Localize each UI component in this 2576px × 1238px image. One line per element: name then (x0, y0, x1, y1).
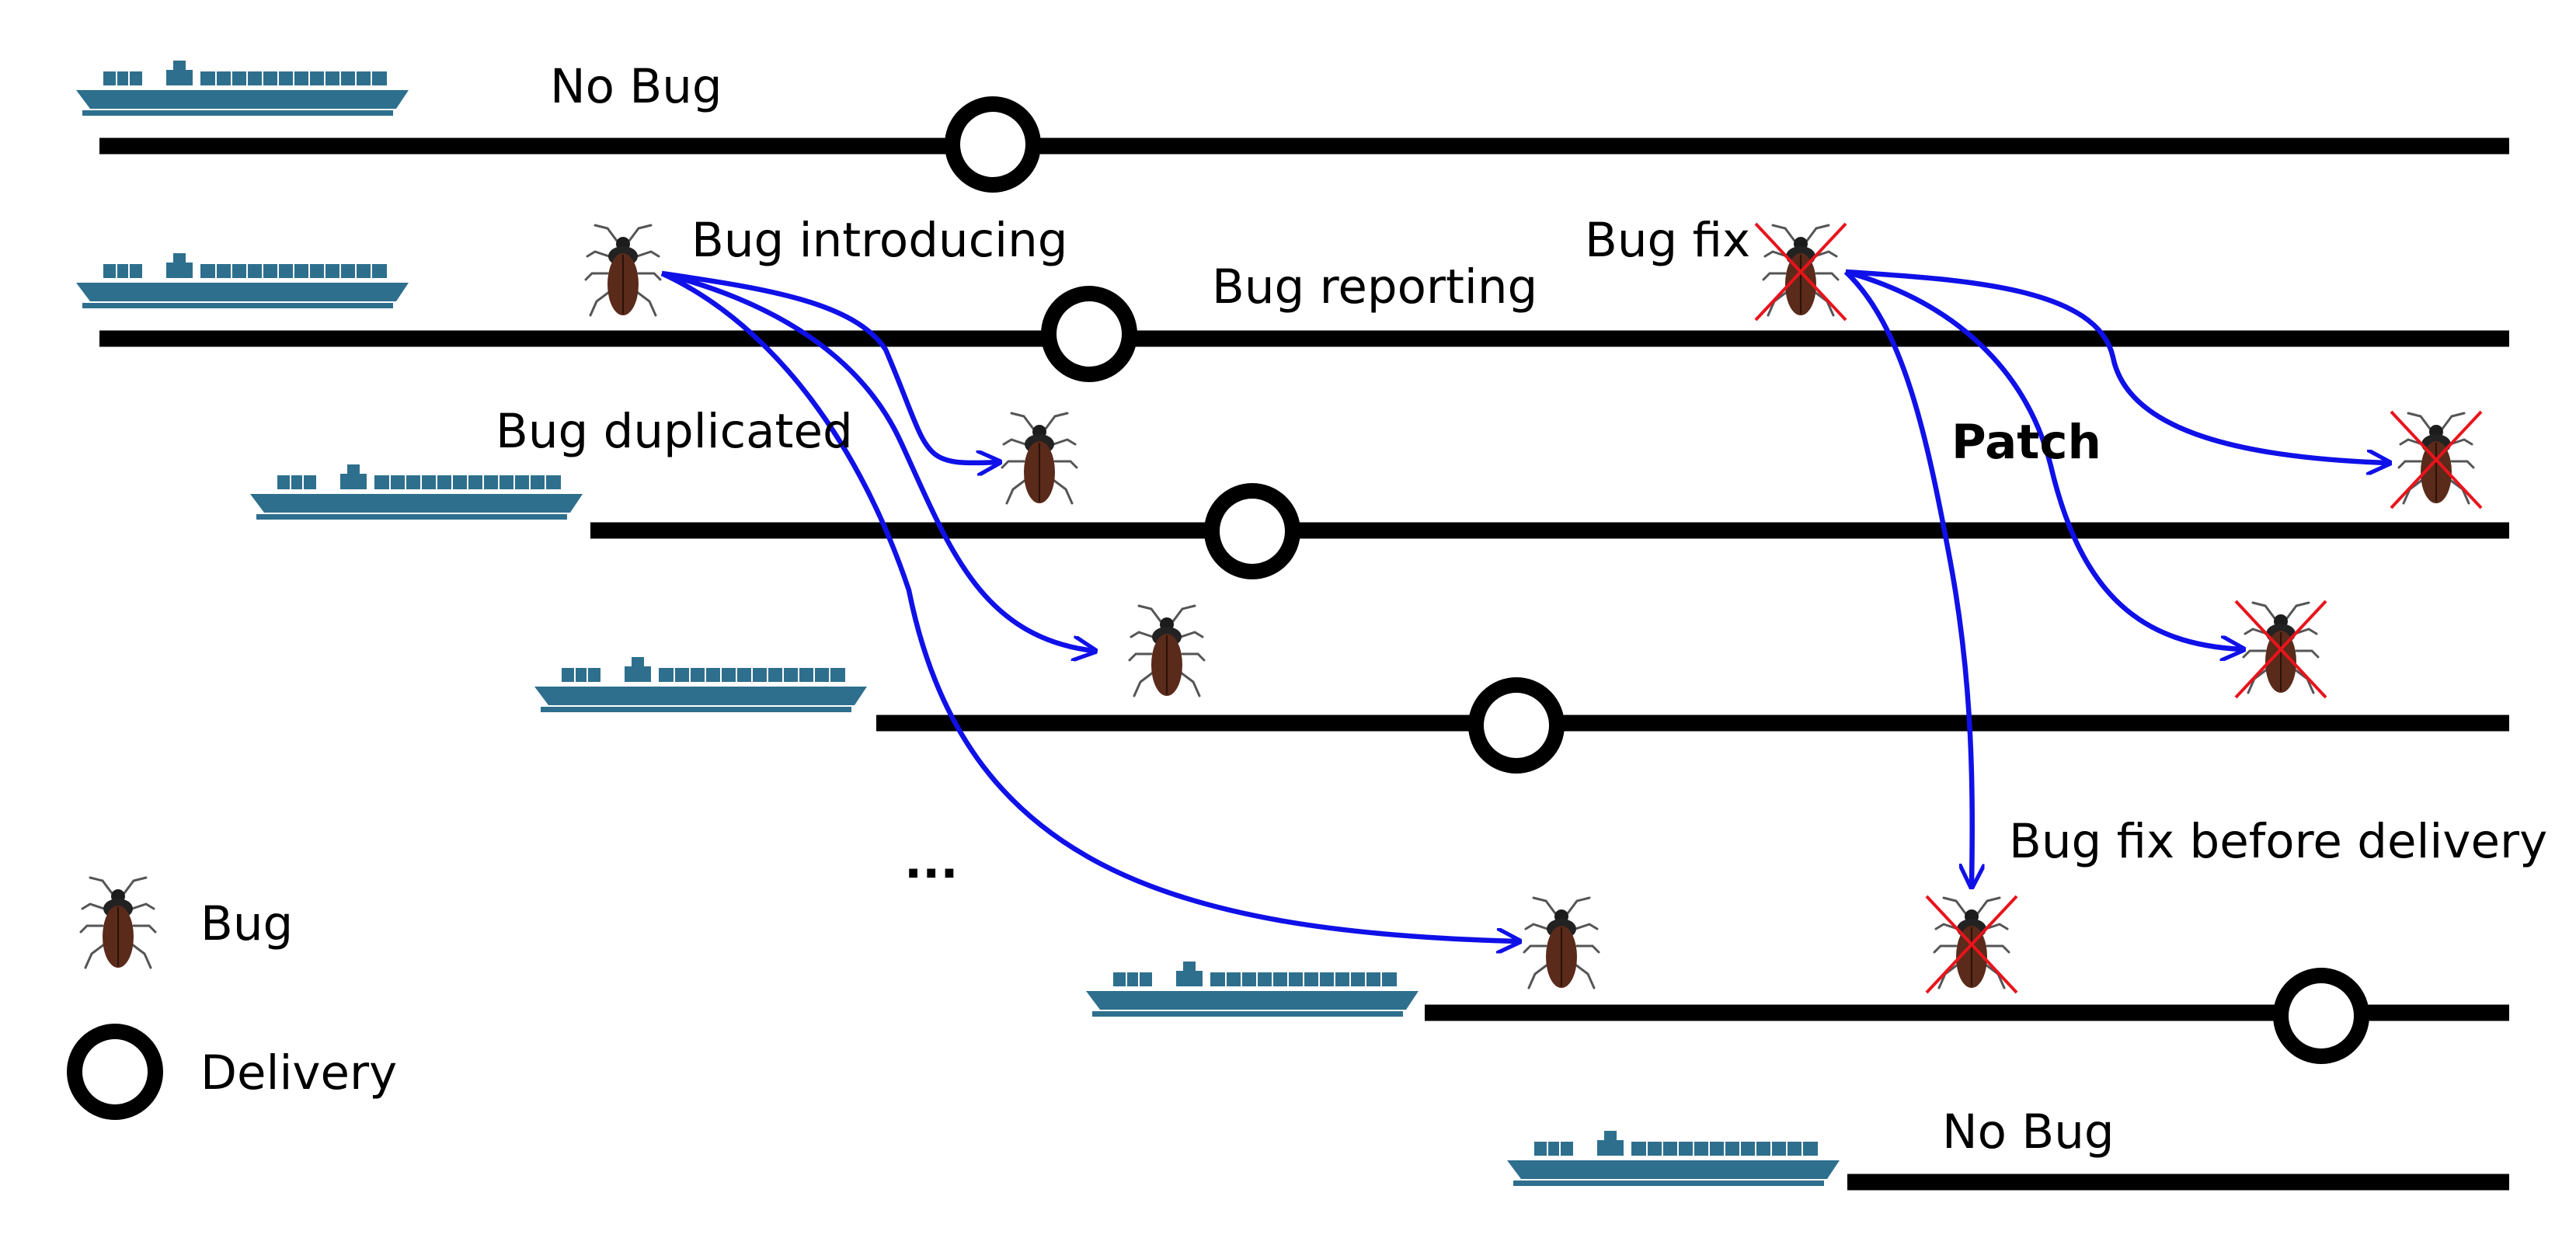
container-ship-icon (534, 656, 868, 713)
bug-icon (1128, 604, 1206, 697)
duplication-arrow (660, 271, 1518, 941)
label-bug-duplicated: Bug duplicated (496, 404, 853, 459)
label-bug-reporting: Bug reporting (1212, 259, 1537, 315)
label-bug-fix: Bug fix (1585, 213, 1750, 268)
container-ship-icon (1085, 961, 1419, 1017)
container-ship-icon (1506, 1130, 1840, 1187)
label-no-bug-bottom: No Bug (1942, 1104, 2115, 1160)
container-ship-icon (75, 252, 409, 309)
patch-arrow (1843, 270, 1972, 885)
fixed-bug-icon (1754, 222, 1847, 322)
legend-delivery-label: Delivery (200, 1045, 397, 1101)
legend-bug-label: Bug (200, 896, 293, 951)
bug-icon (79, 876, 157, 969)
label-ellipsis: ... (904, 834, 959, 889)
patch-arrow (1845, 269, 2242, 649)
delivery-circle-icon (2273, 968, 2369, 1064)
container-ship-icon (249, 464, 583, 520)
label-bug-introducing: Bug introducing (691, 213, 1067, 268)
duplication-arrow (661, 270, 998, 463)
patch-arrow (1845, 269, 2388, 463)
bug-icon (584, 224, 662, 317)
delivery-circle-icon (1041, 286, 1137, 382)
fixed-bug-icon (2390, 410, 2483, 509)
container-ship-icon (75, 60, 409, 116)
delivery-circle-icon (945, 96, 1041, 193)
legend: Bug Delivery (67, 876, 397, 1120)
delivery-circle-icon (1204, 483, 1300, 579)
label-bug-fix-before-delivery: Bug fix before delivery (2009, 814, 2547, 869)
label-patch: Patch (1951, 415, 2101, 470)
fixed-bug-icon (1925, 895, 2018, 994)
fixed-bug-icon (2234, 600, 2327, 699)
bug-icon (1001, 412, 1078, 505)
label-no-bug-top: No Bug (550, 59, 722, 114)
duplication-arrow (661, 270, 1094, 651)
bug-icon (1523, 896, 1600, 989)
delivery-circle-icon (1468, 677, 1565, 774)
delivery-circle-icon (67, 1024, 163, 1120)
